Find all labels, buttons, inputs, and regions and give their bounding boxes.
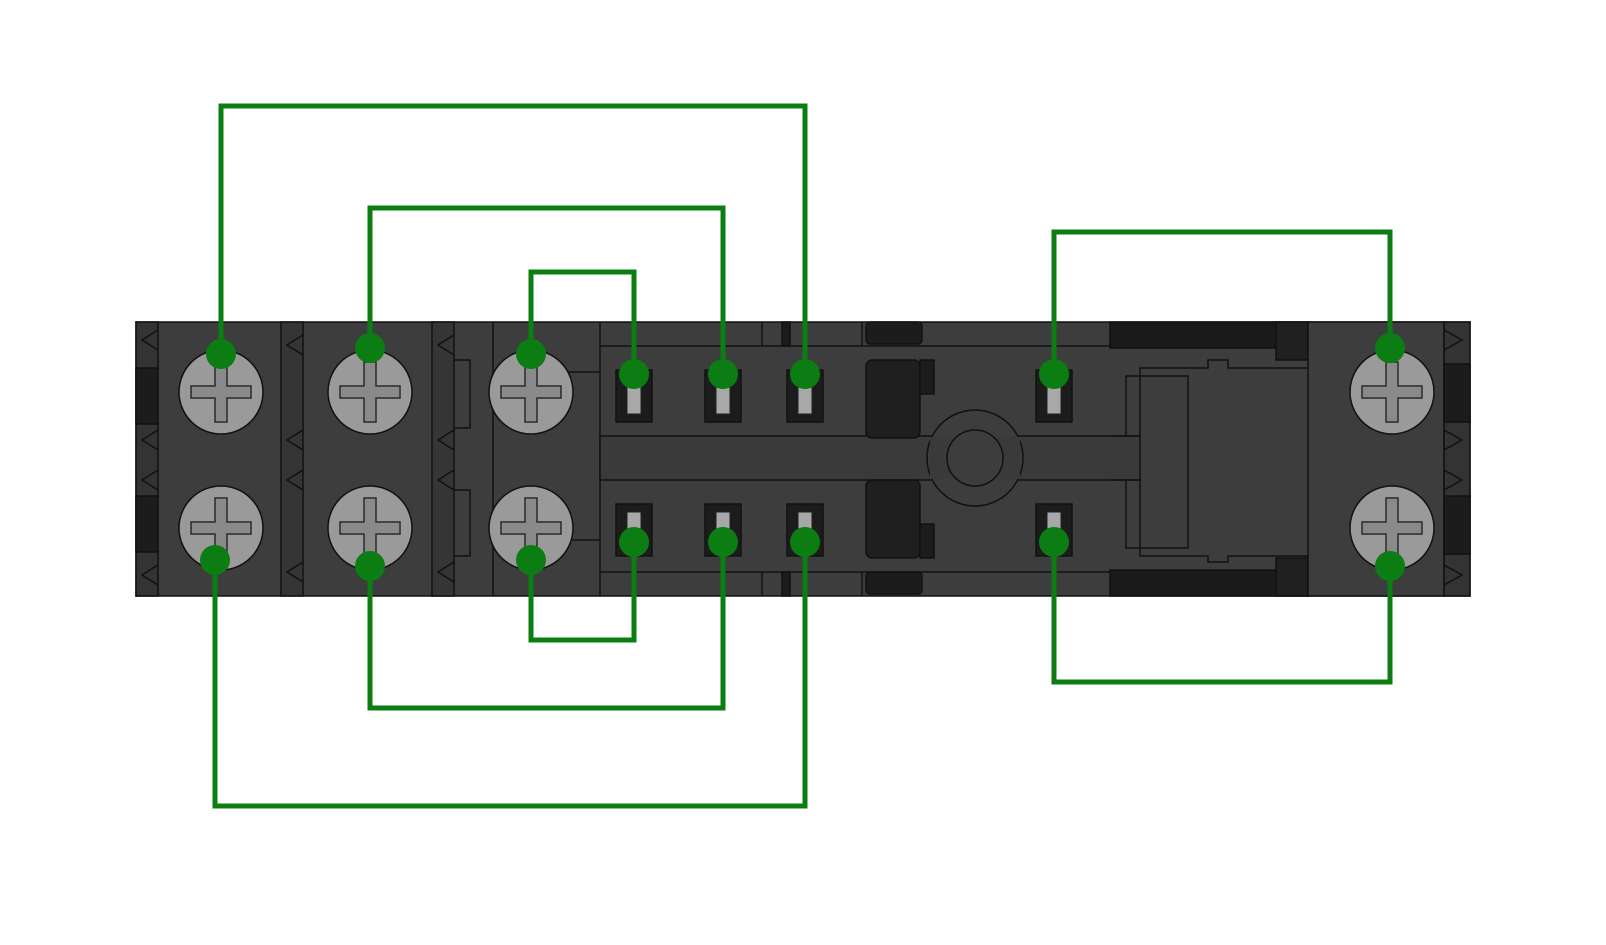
wire-screw-4-to-pin-4: [1051, 229, 1393, 374]
wire-endpoint-dot: [790, 359, 820, 389]
wire-screw-5-to-pin-7: [212, 542, 808, 809]
wire-endpoint-dot: [516, 545, 546, 575]
phillips-cross-icon: [500, 361, 562, 423]
module-divider-2: [431, 321, 455, 597]
right-edge-strip: [1443, 321, 1471, 597]
wire-endpoint-dot: [206, 339, 236, 369]
wire-endpoint-dot: [200, 545, 230, 575]
wire-endpoint-dot: [355, 551, 385, 581]
wires: [200, 103, 1405, 809]
pin-notch-bottom: [781, 571, 791, 597]
wire-endpoint-dot: [1375, 333, 1405, 363]
module-divider-1: [280, 321, 304, 597]
right-clip-frame: [1110, 359, 1308, 563]
module-divider-2-notches: [436, 334, 455, 583]
wire-endpoint-dot: [516, 339, 546, 369]
latch-top-tab: [919, 359, 935, 395]
wire-screw-1-to-pin-3: [218, 103, 808, 374]
wire-endpoint-dot: [708, 359, 738, 389]
left-edge-strip: [135, 321, 159, 597]
wire-endpoint-dot: [790, 527, 820, 557]
wire-endpoint-dot: [1375, 551, 1405, 581]
latch-bottom-tab: [919, 523, 935, 559]
latch-top-cap: [865, 321, 923, 345]
screw-terminals: [178, 349, 1435, 571]
wire-endpoint-dot: [1039, 527, 1069, 557]
wire-endpoint-dot: [619, 527, 649, 557]
wire-screw-7-to-pin-5: [528, 542, 637, 643]
left-edge-clip-top: [135, 367, 159, 425]
wire-endpoint-dot: [708, 527, 738, 557]
right-rail-top-end: [1275, 321, 1309, 361]
latch-top-body: [865, 359, 921, 439]
wire-screw-6-to-pin-6: [367, 542, 726, 711]
right-rail-bottom-end: [1275, 557, 1309, 597]
module-3-bracket: [454, 359, 600, 557]
pin-notch-top: [781, 321, 791, 347]
right-edge-clip-top: [1443, 363, 1471, 423]
pin-channel: [599, 435, 1141, 481]
phillips-cross-icon: [190, 361, 252, 423]
wire-endpoint-dot: [355, 333, 385, 363]
center-hub-hole: [946, 429, 1004, 487]
left-edge-notches: [140, 329, 159, 586]
latch-bottom-body: [865, 479, 921, 559]
wire-screw-8-to-pin-8: [1051, 542, 1393, 685]
screw-terminal-icon[interactable]: [488, 349, 574, 435]
wire-screw-2-to-pin-2: [367, 205, 726, 374]
phillips-cross-icon: [1361, 361, 1423, 423]
right-edge-notches: [1443, 329, 1464, 586]
module-divider-1-notches: [285, 334, 304, 583]
latch-bottom-cap: [865, 571, 923, 595]
right-edge-clip-bottom: [1443, 495, 1471, 555]
phillips-cross-icon: [339, 361, 401, 423]
wire-endpoint-dot: [1039, 359, 1069, 389]
wire-endpoint-dot: [619, 359, 649, 389]
left-edge-clip-bottom: [135, 495, 159, 553]
wire-screw-3-to-pin-1: [528, 269, 637, 374]
